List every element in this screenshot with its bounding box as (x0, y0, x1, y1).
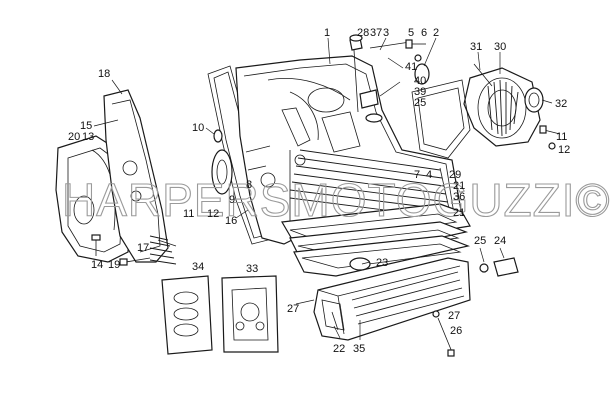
callout-13: 13 (82, 131, 94, 143)
callout-39: 39 (414, 86, 426, 98)
bolt-5-6 (405, 39, 426, 62)
callout-6: 6 (421, 27, 427, 39)
callout-11-left: 11 (183, 208, 194, 220)
gasket-kit-33 (221, 275, 279, 353)
callout-7: 7 (414, 169, 420, 181)
callout-37: 37 (370, 27, 382, 39)
front-cover-plate (103, 89, 177, 265)
bolt-26 (432, 310, 455, 357)
callout-21-a: 21 (453, 180, 465, 192)
sump-gaskets (281, 203, 471, 277)
callout-29: 29 (449, 169, 461, 181)
callout-23: 23 (376, 257, 388, 269)
callout-28: 28 (357, 27, 369, 39)
bolt-14 (91, 234, 101, 256)
callout-17: 17 (137, 242, 149, 254)
callout-21-b: 21 (453, 207, 465, 219)
callout-12-right: 12 (558, 144, 570, 156)
rear-oil-seal (524, 87, 544, 113)
callout-11-right: 11 (556, 131, 567, 143)
callout-5: 5 (408, 27, 414, 39)
callout-31: 31 (470, 41, 482, 53)
callout-9: 9 (229, 194, 235, 206)
callout-27-right: 27 (448, 310, 460, 322)
o-ring-10 (213, 129, 223, 143)
callout-10: 10 (192, 122, 204, 134)
bolt-19 (119, 257, 151, 266)
callout-14: 14 (91, 259, 103, 271)
callout-32: 32 (555, 98, 567, 110)
callout-4: 4 (426, 169, 432, 181)
crankcase (235, 55, 463, 245)
rear-cover (463, 63, 541, 147)
callout-1: 1 (324, 27, 330, 39)
callout-20: 20 (68, 131, 80, 143)
callout-18: 18 (98, 68, 110, 80)
drain-plug-24-25 (479, 257, 519, 277)
gasket-kit-34 (161, 275, 213, 355)
callout-25-top: 25 (414, 97, 426, 109)
oil-sump (313, 257, 471, 341)
callout-labels: 1 2 3 28 37 5 6 18 15 20 13 10 31 30 41 … (68, 27, 570, 355)
callout-8: 8 (246, 179, 252, 191)
watermark-text: HARPERSMOTOGUZZI© (62, 174, 610, 226)
callout-35: 35 (353, 343, 365, 355)
callout-33: 33 (246, 263, 258, 275)
callout-26: 26 (450, 325, 462, 337)
breather-assembly (349, 34, 411, 123)
callout-40: 40 (414, 75, 426, 87)
oil-filter-23 (349, 257, 371, 271)
callout-27-left: 27 (287, 303, 299, 315)
callout-3: 3 (383, 27, 389, 39)
callout-36: 36 (453, 191, 465, 203)
callout-24: 24 (494, 235, 506, 247)
callout-19: 19 (108, 259, 120, 271)
callout-25-bottom: 25 (474, 235, 486, 247)
callout-30: 30 (494, 41, 506, 53)
callout-12-left: 12 (207, 208, 219, 220)
callout-16: 16 (225, 215, 237, 227)
bolt-11-12-right (539, 125, 561, 150)
callout-15: 15 (80, 120, 92, 132)
callout-2: 2 (433, 27, 439, 39)
callout-41: 41 (405, 61, 417, 73)
callout-34: 34 (192, 261, 204, 273)
leader-lines (93, 37, 553, 340)
oil-seal (211, 149, 233, 195)
callout-22: 22 (333, 343, 345, 355)
oval-plate-2 (414, 63, 430, 85)
rear-gasket (411, 79, 471, 159)
